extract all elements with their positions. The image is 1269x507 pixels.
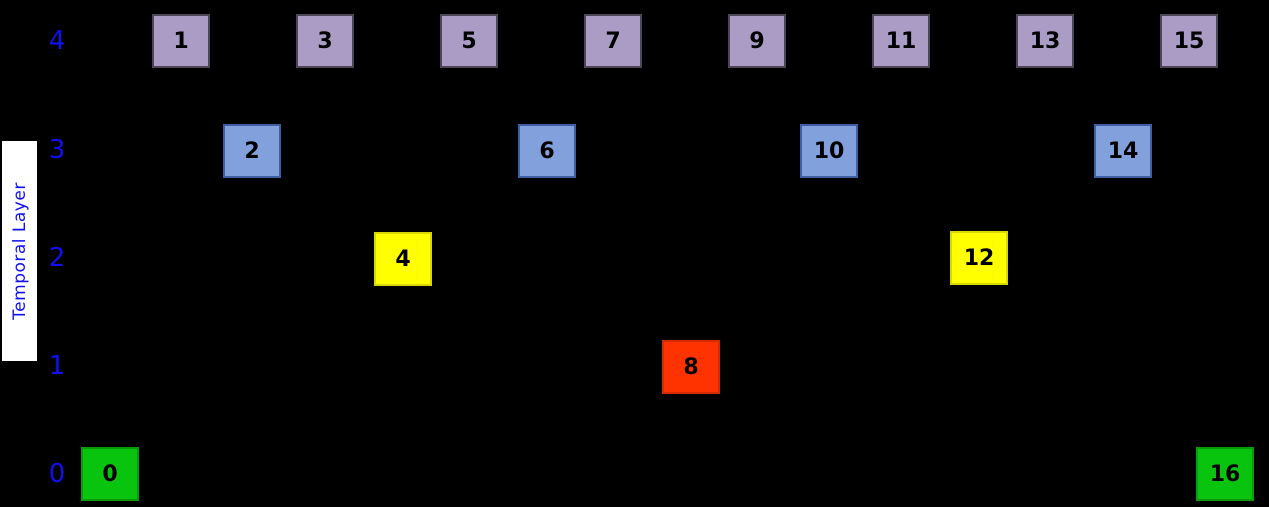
y-axis-label: Temporal Layer <box>9 182 30 320</box>
frame-box-1: 1 <box>152 14 210 68</box>
frame-box-10: 10 <box>800 124 858 178</box>
frame-box-7: 7 <box>584 14 642 68</box>
layer-axis-label-3: 3 <box>48 135 66 165</box>
frame-box-14: 14 <box>1094 124 1152 178</box>
frame-box-8: 8 <box>662 340 720 394</box>
frame-box-9: 9 <box>728 14 786 68</box>
layer-axis-label-0: 0 <box>48 459 66 489</box>
y-axis-label-strip: Temporal Layer <box>2 141 37 361</box>
frame-box-3: 3 <box>296 14 354 68</box>
frame-box-6: 6 <box>518 124 576 178</box>
frame-box-5: 5 <box>440 14 498 68</box>
frame-box-4: 4 <box>374 232 432 286</box>
frame-box-15: 15 <box>1160 14 1218 68</box>
layer-axis-label-1: 1 <box>48 351 66 381</box>
frame-box-2: 2 <box>223 124 281 178</box>
layer-axis-label-4: 4 <box>48 26 66 56</box>
frame-box-11: 11 <box>872 14 930 68</box>
frame-box-12: 12 <box>950 231 1008 285</box>
frame-box-0: 0 <box>81 447 139 501</box>
frame-box-16: 16 <box>1196 447 1254 501</box>
frame-box-13: 13 <box>1016 14 1074 68</box>
layer-axis-label-2: 2 <box>48 243 66 273</box>
